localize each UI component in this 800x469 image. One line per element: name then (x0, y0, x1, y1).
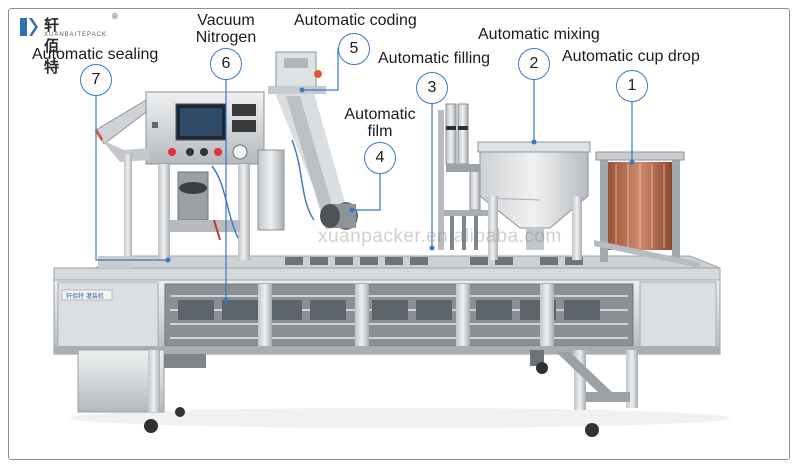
label-automatic-mixing: Automatic mixing (478, 26, 600, 43)
logo-mark-icon (20, 18, 38, 36)
badge-6: 6 (210, 48, 242, 80)
casters (144, 362, 599, 437)
leader-line-7 (95, 94, 168, 261)
badge-5: 5 (338, 33, 370, 65)
floor-shadow (70, 408, 730, 428)
leader-line-4 (352, 172, 381, 211)
panel-nameplate-text: 轩佰特 灌装机 (66, 292, 104, 300)
label-nitrogen: Nitrogen (195, 29, 257, 46)
logo-chinese-text: 轩佰特 (44, 16, 61, 76)
label-automatic-filling: Automatic filling (378, 50, 491, 67)
worktop (53, 255, 721, 281)
control-tower (145, 91, 265, 165)
label-automatic: Automatic (344, 106, 416, 123)
label-film: film (367, 123, 393, 140)
cup-drop-unit (594, 151, 700, 268)
watermark-text: xuanpacker.en.alibaba.com (318, 226, 562, 247)
leader-line-5 (302, 48, 339, 91)
filling-cylinders (438, 103, 488, 250)
badge-1: 1 (616, 70, 648, 102)
logo-registered-mark: ® (112, 12, 118, 21)
base-cabinet (53, 277, 721, 355)
leader-lines (95, 48, 633, 300)
lower-frame (77, 349, 638, 413)
badge-3: 3 (416, 72, 448, 104)
logo-english-text: XUANBAITEPACK (44, 32, 107, 38)
label-automatic-coding: Automatic coding (294, 12, 417, 29)
badge-4: 4 (364, 142, 396, 174)
badge-7: 7 (80, 64, 112, 96)
label-automatic-cup-drop: Automatic cup drop (562, 48, 700, 65)
sealing-station (158, 139, 315, 260)
discharge-chute (94, 99, 150, 268)
panel-nameplate (61, 289, 113, 301)
image-border (8, 8, 790, 460)
label-automatic-sealing: Automatic sealing (32, 46, 159, 63)
label-vacuum: Vacuum (197, 12, 255, 29)
badge-2: 2 (518, 48, 550, 80)
